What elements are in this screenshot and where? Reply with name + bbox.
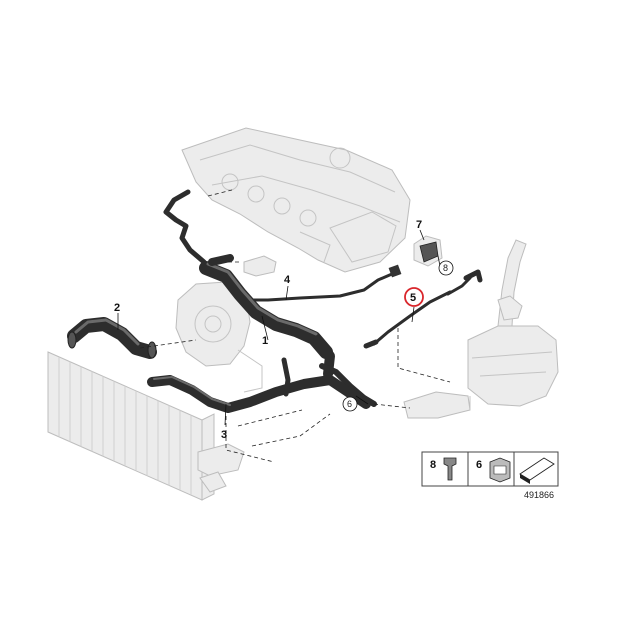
callout-6: 6 — [347, 399, 352, 409]
clamp-icon — [489, 457, 511, 483]
parts-legend: 8 6 491866 — [421, 451, 559, 500]
legend-label-6: 6 — [476, 459, 482, 471]
callout-6-ring — [342, 396, 358, 412]
callout-8-ring — [438, 260, 454, 276]
bolt-icon — [443, 457, 457, 481]
hose-part-2 — [67, 317, 157, 359]
water-pump-outline — [175, 281, 263, 393]
callout-2: 2 — [114, 302, 120, 314]
callout-5-highlight-ring — [404, 287, 424, 307]
hose-part-5 — [363, 290, 452, 349]
engine-block-outline — [181, 127, 411, 273]
radiator-outline — [47, 351, 245, 501]
assignment-lines — [139, 189, 451, 463]
callout-1: 1 — [262, 335, 268, 347]
leader-lines — [117, 229, 441, 426]
legend-label-8: 8 — [430, 459, 436, 471]
bracket-part-7 — [413, 235, 443, 267]
expansion-tank-outline — [403, 239, 559, 419]
callout-5: 5 — [410, 292, 416, 304]
callout-7: 7 — [416, 219, 422, 231]
callout-3: 3 — [221, 429, 227, 441]
callout-8: 8 — [443, 263, 448, 273]
hose-part-4 — [163, 189, 483, 302]
thermostat-outline — [243, 255, 277, 277]
callout-4: 4 — [284, 274, 291, 286]
gasket-strip-icon — [519, 457, 555, 484]
diagram-number: 491866 — [524, 490, 554, 500]
hose-part-3 — [147, 357, 371, 413]
